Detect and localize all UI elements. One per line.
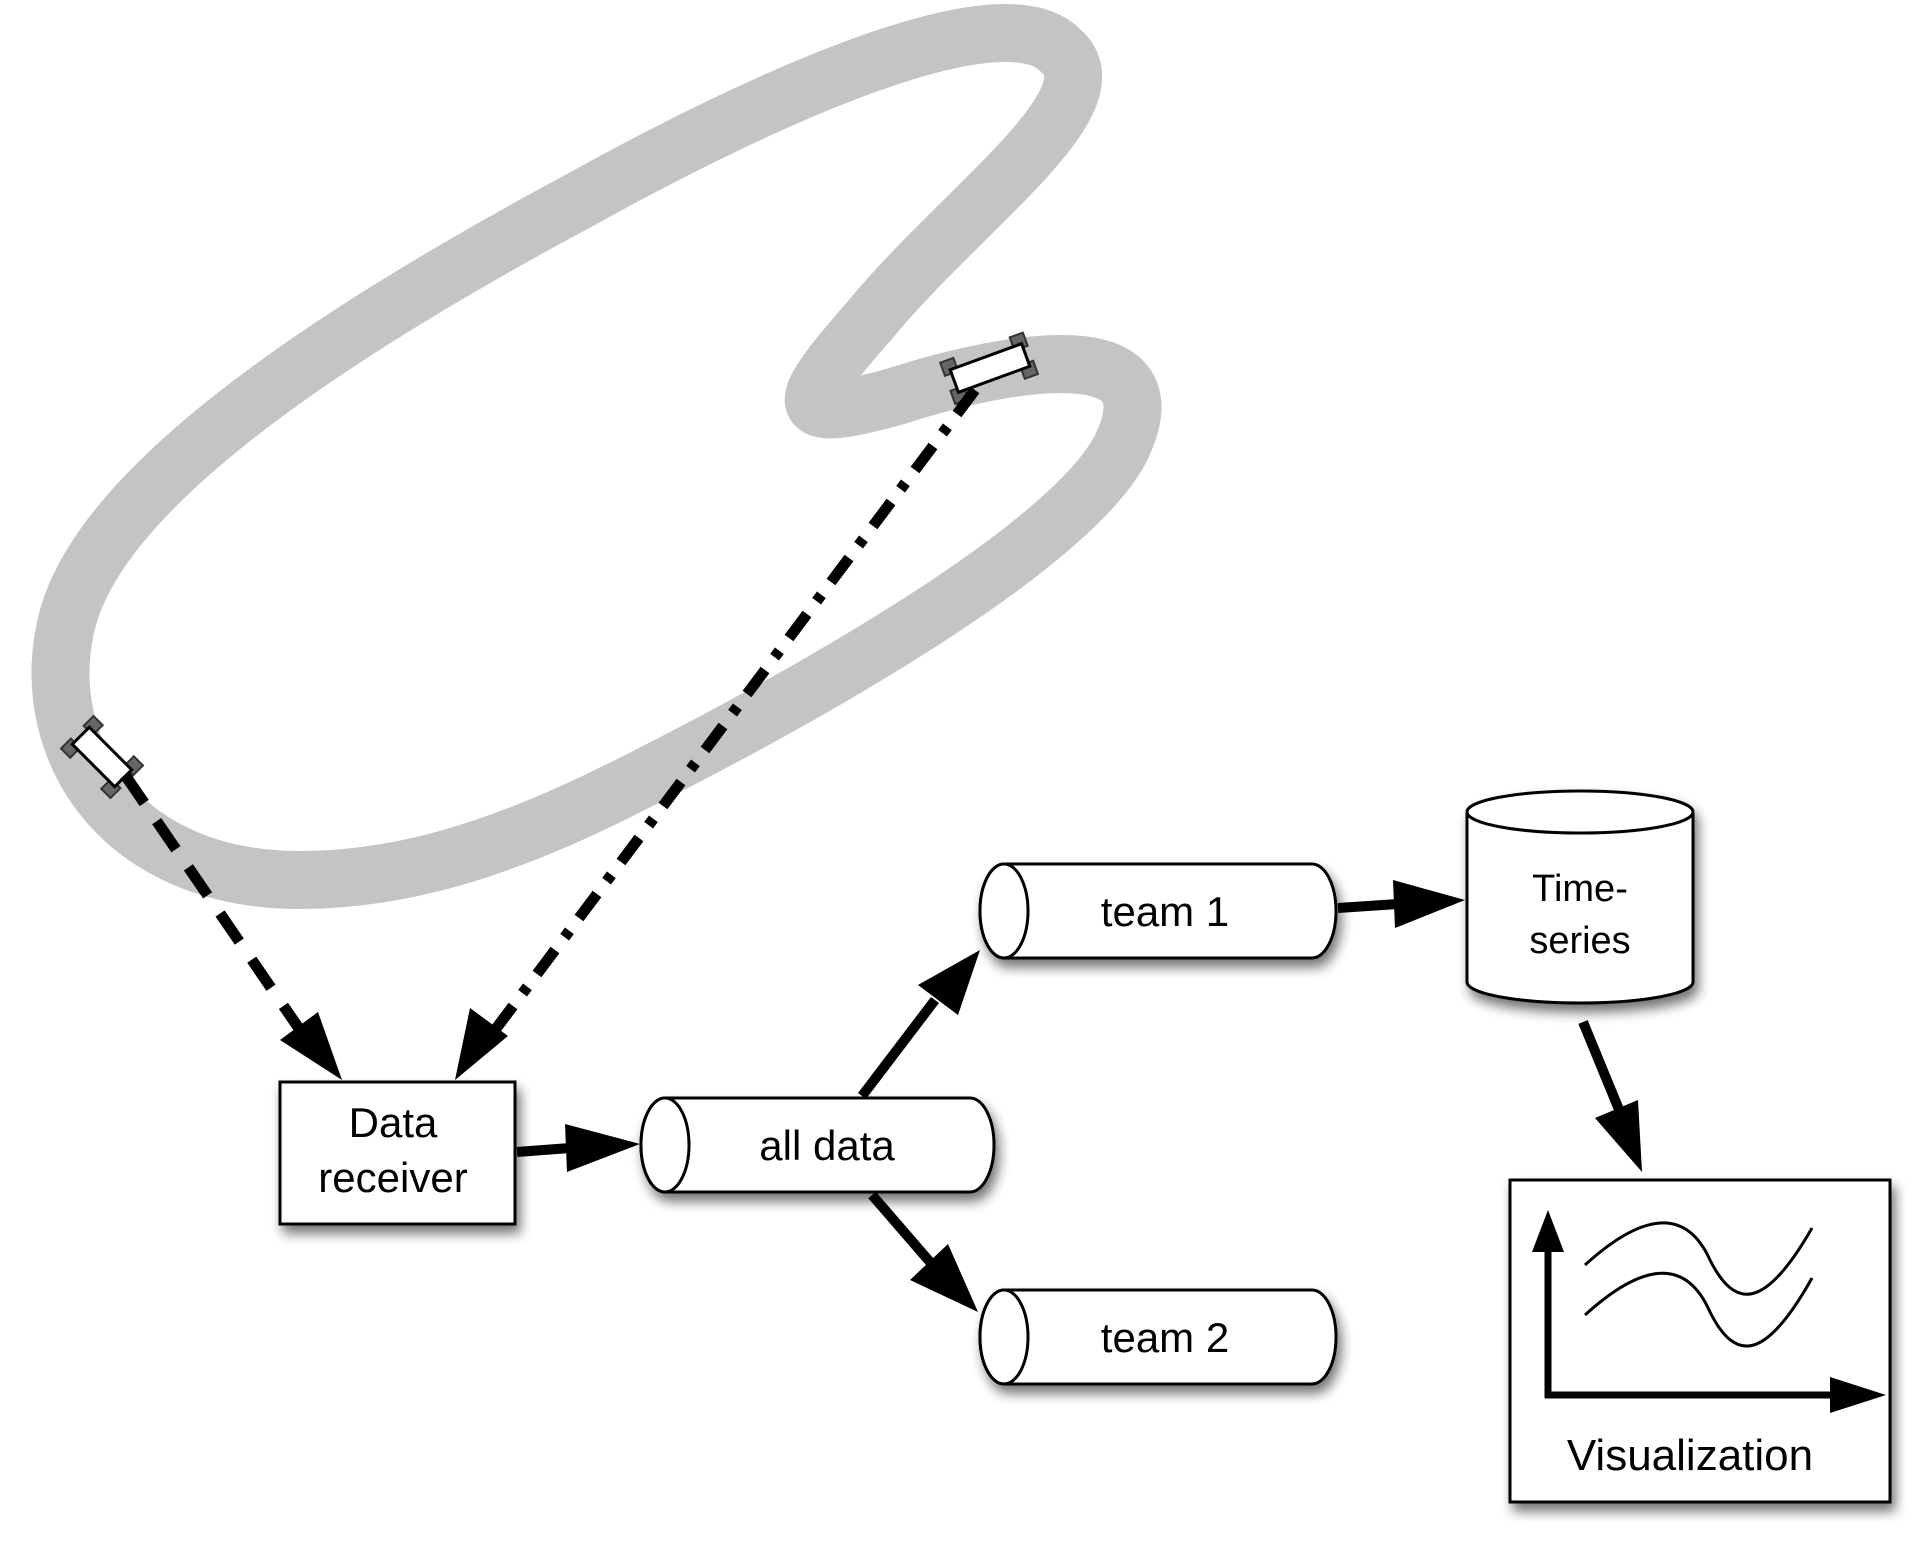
data-receiver-label-line2: receiver (318, 1154, 467, 1201)
team2-label: team 2 (1101, 1314, 1229, 1361)
all-data-label: all data (759, 1122, 895, 1169)
timeseries-database (1465, 789, 1695, 1005)
team2-queue (978, 1288, 1338, 1386)
visualization-label: Visualization (1567, 1431, 1813, 1480)
timeseries-label-line1: Time- (1532, 868, 1628, 910)
arrow-alldata-to-team1 (858, 996, 939, 1100)
viz-x-axis-arrowhead (1830, 1377, 1886, 1413)
dashed-link-right-arrowhead (455, 1008, 508, 1080)
arrow-receiver-to-alldata (516, 1143, 571, 1157)
arrow-alldata-to-team2-head (910, 1244, 978, 1312)
data-receiver-node (278, 1080, 517, 1226)
viz-curve-top (1583, 1221, 1814, 1296)
dashed-link-left (120, 771, 305, 1034)
car-right-icon (938, 331, 1040, 406)
visualization-node (1508, 1178, 1892, 1504)
arrow-timeseries-to-visualization-head (1595, 1100, 1642, 1172)
team1-queue (978, 862, 1338, 960)
arrow-alldata-to-team1-head (918, 950, 980, 1015)
car-left-icon (59, 714, 145, 800)
dashed-link-left-arrowhead (280, 1012, 342, 1080)
data-receiver-label-line1: Data (349, 1099, 438, 1146)
arrow-receiver-to-alldata-head (565, 1124, 640, 1172)
arrow-team1-to-timeseries (1337, 899, 1399, 913)
timeseries-label-line2: series (1529, 920, 1630, 962)
viz-curve-bottom (1583, 1271, 1814, 1348)
team1-label: team 1 (1101, 888, 1229, 935)
arrow-team1-to-timeseries-head (1393, 880, 1465, 928)
dashed-link-right (490, 386, 980, 1034)
all-data-queue (639, 1096, 996, 1194)
arrow-timeseries-to-visualization (1578, 1020, 1625, 1114)
arrow-alldata-to-team2 (868, 1191, 934, 1266)
race-track (31, 4, 1162, 909)
viz-y-axis-arrowhead (1532, 1210, 1564, 1252)
